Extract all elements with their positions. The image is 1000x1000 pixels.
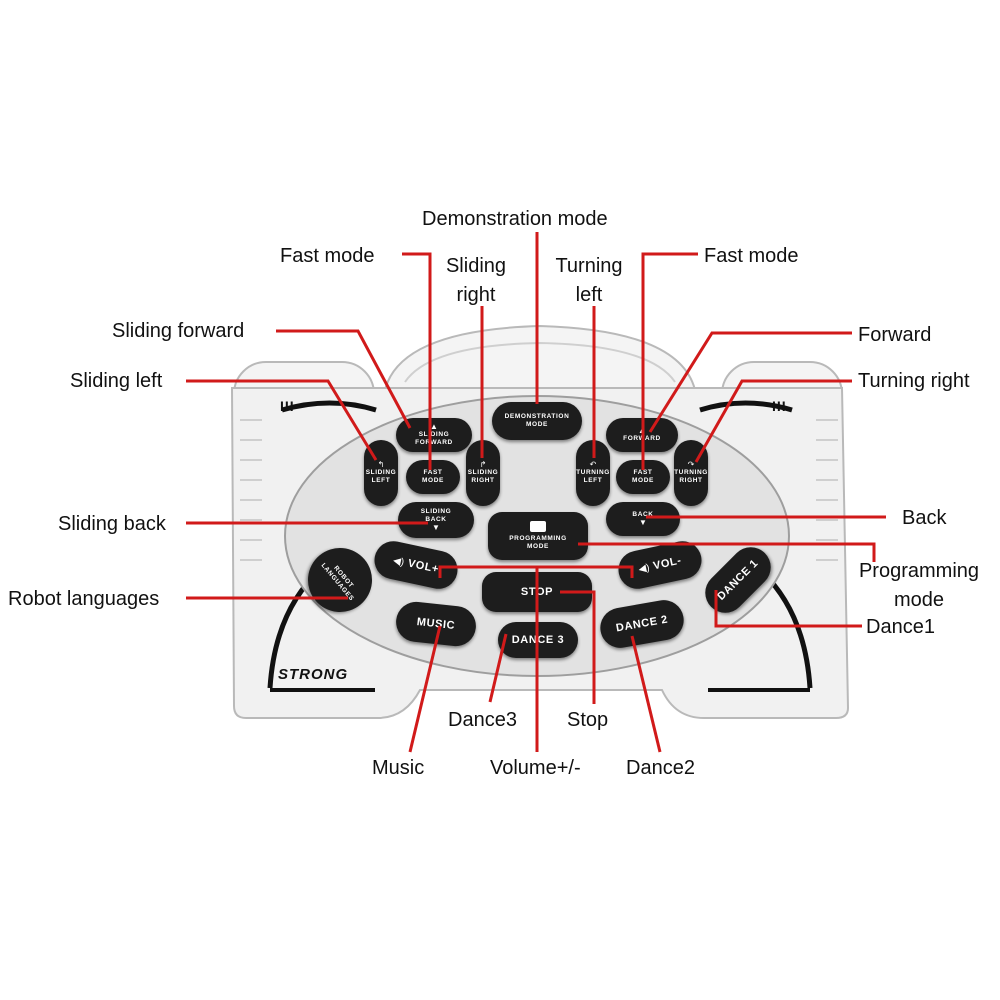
turn-right-arrow-icon: ↷ bbox=[687, 460, 695, 469]
fast-mode-right-button[interactable]: FAST MODE bbox=[616, 460, 670, 494]
music-button-label: MUSIC bbox=[416, 616, 456, 632]
sliding-forward-button[interactable]: ▲ SLIDING FORWARD bbox=[396, 418, 472, 452]
demonstration-mode-button[interactable]: DEMONSTRATION MODE bbox=[492, 402, 582, 440]
fast-mode-right-button-label: FAST MODE bbox=[632, 469, 654, 484]
callout-turning-right: Turning right bbox=[858, 370, 970, 392]
right-tick-marks: III bbox=[772, 398, 787, 414]
back-button[interactable]: BACK ▼ bbox=[606, 502, 680, 536]
dance2-button-label: DANCE 2 bbox=[615, 613, 669, 635]
right-arrow-icon: ↱ bbox=[479, 460, 487, 469]
sliding-back-button[interactable]: SLIDING BACK ▼ bbox=[398, 502, 474, 538]
robot-languages-button-label: ROBOT LANGUAGES bbox=[319, 562, 356, 603]
programming-mode-button[interactable]: PROGRAMMING MODE bbox=[488, 512, 588, 560]
callout-volume: Volume+/- bbox=[490, 757, 581, 779]
callout-sliding-left: Sliding left bbox=[70, 370, 163, 392]
sliding-right-button[interactable]: ↱ SLIDING RIGHT bbox=[466, 440, 500, 506]
top-dome bbox=[383, 324, 697, 391]
fast-mode-left-button[interactable]: FAST MODE bbox=[406, 460, 460, 494]
sliding-right-button-label: SLIDING RIGHT bbox=[467, 469, 499, 484]
callout-sliding-forward: Sliding forward bbox=[112, 320, 245, 342]
vol-minus-button-label: VOL- bbox=[652, 554, 683, 573]
back-button-label: BACK bbox=[632, 511, 654, 518]
sliding-back-button-label: SLIDING BACK bbox=[420, 508, 452, 523]
fast-mode-left-button-label: FAST MODE bbox=[422, 469, 444, 484]
forward-button-label: FORWARD bbox=[623, 435, 661, 442]
callout-dance3: Dance3 bbox=[448, 709, 517, 731]
callout-dance2: Dance2 bbox=[626, 757, 695, 779]
callout-robot-languages: Robot languages bbox=[8, 588, 160, 610]
callout-programming-mode: Programming mode bbox=[858, 560, 980, 611]
programming-mode-button-label: PROGRAMMING MODE bbox=[509, 535, 567, 550]
callout-stop: Stop bbox=[567, 709, 609, 731]
sliding-left-button[interactable]: ↰ SLIDING LEFT bbox=[364, 440, 398, 506]
left-arrow-icon: ↰ bbox=[377, 460, 385, 469]
down-arrow-icon: ▼ bbox=[639, 518, 647, 527]
turning-left-button[interactable]: ↶ TURNING LEFT bbox=[576, 440, 610, 506]
dance3-button-label: DANCE 3 bbox=[511, 634, 565, 646]
demonstration-mode-button-label: DEMONSTRATION MODE bbox=[504, 413, 570, 428]
callout-dance1: Dance1 bbox=[866, 616, 935, 638]
stop-button-label: STOP bbox=[520, 586, 554, 598]
callout-sliding-back: Sliding back bbox=[58, 513, 166, 535]
callout-back: Back bbox=[902, 507, 947, 529]
vol-plus-button-label: VOL+ bbox=[406, 557, 440, 576]
callout-fast-mode-left: Fast mode bbox=[280, 245, 375, 267]
down-arrow-icon: ▼ bbox=[432, 523, 440, 532]
callout-demonstration-mode: Demonstration mode bbox=[422, 208, 608, 230]
speaker-icon: ◀) bbox=[392, 554, 406, 568]
forward-button[interactable]: ▲ FORWARD bbox=[606, 418, 678, 452]
turning-left-button-label: TURNING LEFT bbox=[576, 469, 610, 484]
keyboard-icon bbox=[530, 521, 546, 532]
up-arrow-icon: ▲ bbox=[430, 422, 438, 431]
callout-sliding-right: Sliding right bbox=[445, 255, 507, 306]
callout-turning-left: Turning left bbox=[555, 255, 623, 306]
turning-right-button-label: TURNING RIGHT bbox=[674, 469, 708, 484]
callout-music: Music bbox=[372, 757, 425, 779]
stop-button[interactable]: STOP bbox=[482, 572, 592, 612]
turn-left-arrow-icon: ↶ bbox=[589, 460, 597, 469]
turning-right-button[interactable]: ↷ TURNING RIGHT bbox=[674, 440, 708, 506]
sliding-forward-button-label: SLIDING FORWARD bbox=[415, 431, 453, 446]
speaker-icon: ◀) bbox=[637, 561, 651, 575]
left-tick-marks: III bbox=[280, 398, 295, 414]
brand-logo: STRONG bbox=[278, 666, 349, 683]
callout-forward: Forward bbox=[858, 324, 932, 346]
dance3-button[interactable]: DANCE 3 bbox=[498, 622, 578, 658]
callout-fast-mode-right: Fast mode bbox=[704, 245, 799, 267]
sliding-left-button-label: SLIDING LEFT bbox=[365, 469, 397, 484]
up-arrow-icon: ▲ bbox=[638, 426, 646, 435]
